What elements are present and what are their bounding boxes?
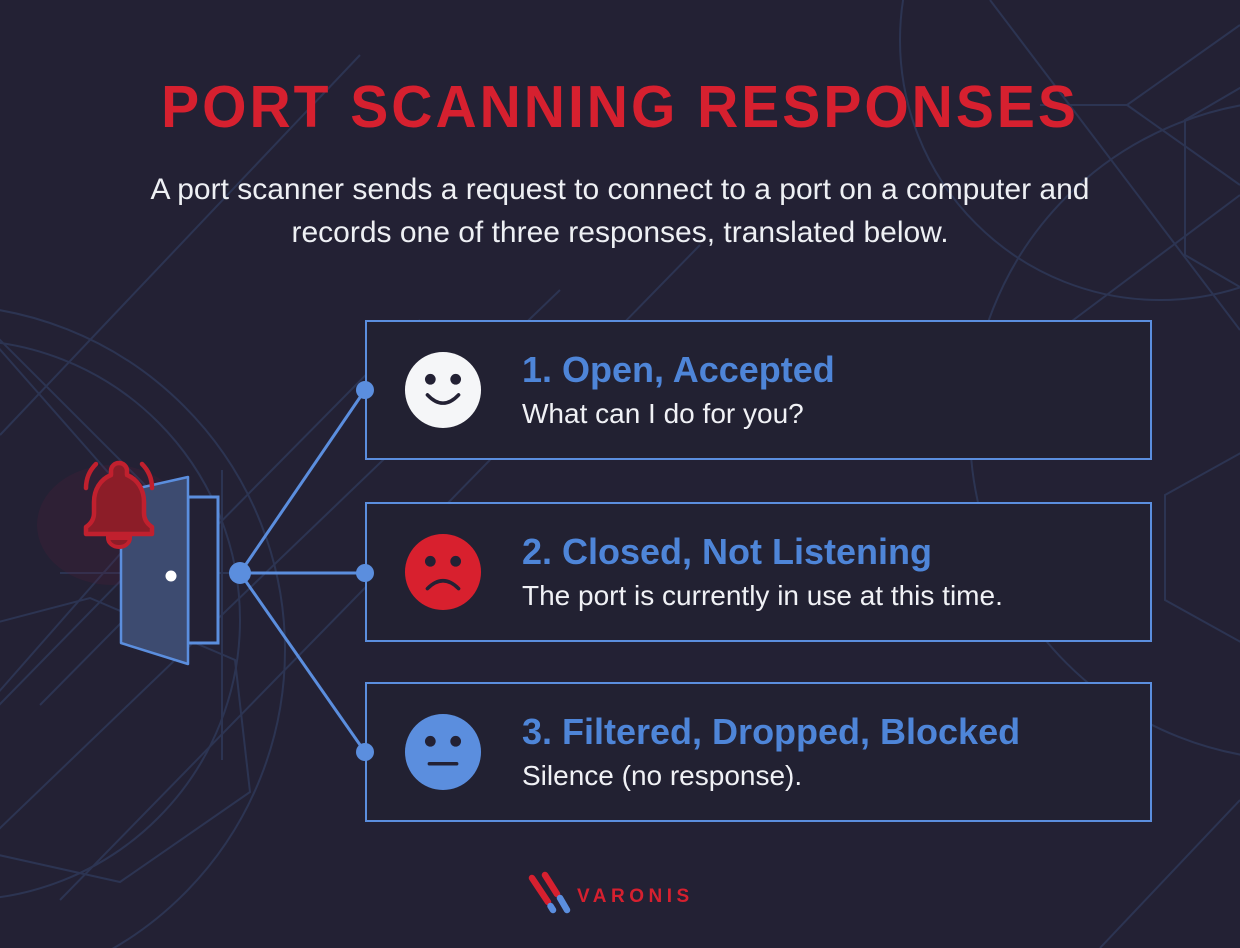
varonis-logo-text: VARONIS [577, 886, 694, 907]
page-subtitle: A port scanner sends a request to connec… [150, 173, 1090, 249]
neutral-face-icon [404, 713, 482, 791]
connector-nodes [229, 381, 374, 761]
response-heading: 1. Open, Accepted [522, 349, 835, 390]
response-description: What can I do for you? [522, 398, 804, 429]
response-card-open: 1. Open, Accepted What can I do for you? [365, 320, 1152, 460]
happy-face-icon [404, 351, 482, 429]
response-description: Silence (no response). [522, 760, 803, 791]
varonis-logo: VARONIS [528, 871, 694, 914]
response-card-filtered: 3. Filtered, Dropped, Blocked Silence (n… [365, 682, 1152, 822]
open-door-icon [119, 475, 220, 666]
alarm-bell-icon [83, 460, 155, 549]
page-title: PORT SCANNING RESPONSES [161, 73, 1079, 141]
response-description: The port is currently in use at this tim… [522, 580, 1003, 611]
response-heading: 3. Filtered, Dropped, Blocked [522, 711, 1021, 752]
response-card-closed: 2. Closed, Not Listening The port is cur… [365, 502, 1152, 642]
sad-face-icon [404, 533, 482, 611]
connector-lines [238, 389, 367, 753]
varonis-logo-mark [528, 871, 571, 914]
response-heading: 2. Closed, Not Listening [522, 531, 933, 572]
